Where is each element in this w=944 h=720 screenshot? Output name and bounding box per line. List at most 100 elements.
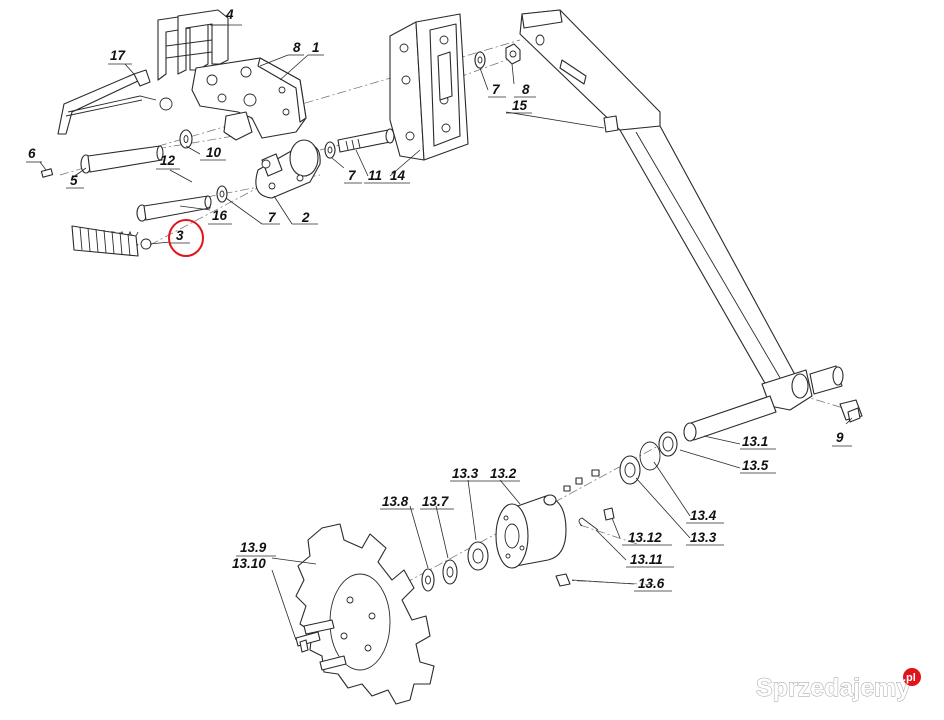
svg-text:11: 11 — [368, 168, 382, 183]
callout-12: 12 — [156, 153, 180, 170]
part-10-washer — [179, 129, 193, 149]
watermark-pl-badge — [903, 668, 921, 686]
callout-13-4: 13.4 — [686, 508, 724, 524]
part-1-main-bracket — [191, 57, 307, 141]
part-7-washer-c — [474, 51, 486, 69]
part-15-arm — [519, 9, 801, 393]
highlight-circle — [168, 219, 204, 257]
watermark-brand: Sprzedajemy — [756, 674, 910, 702]
callout-6: 6 — [26, 146, 42, 163]
callout-14: 14 — [386, 168, 410, 184]
part-13-3-bearing-left — [467, 541, 489, 571]
part-13-5-ring — [658, 431, 678, 457]
callout-13-10: 13.10 — [232, 556, 266, 571]
callout-2: 2 — [292, 210, 318, 225]
svg-text:13.8: 13.8 — [382, 494, 409, 509]
part-13-6-cap — [555, 573, 571, 587]
part-8-nut — [505, 43, 521, 65]
callout-8-upper: 8 — [288, 40, 304, 56]
svg-text:10: 10 — [206, 145, 222, 160]
part-7-washer-a — [216, 185, 228, 203]
svg-text:9: 9 — [836, 430, 844, 445]
svg-text:13.6: 13.6 — [638, 576, 665, 591]
svg-text:13.1: 13.1 — [742, 434, 768, 449]
svg-text:7: 7 — [492, 82, 501, 97]
part-13-4-circlip — [639, 441, 661, 471]
svg-text:13.9: 13.9 — [240, 540, 267, 555]
callout-13-1: 13.1 — [740, 434, 776, 450]
svg-text:14: 14 — [390, 168, 406, 183]
svg-text:1: 1 — [312, 40, 320, 55]
part-13-7-lock-washer — [442, 559, 458, 585]
callout-7-a: 7 — [262, 210, 280, 225]
callout-13-2: 13.2 — [486, 466, 520, 482]
part-13-1-axle — [683, 365, 844, 442]
svg-text:15: 15 — [512, 98, 528, 113]
part-17-linch-pin — [57, 69, 173, 135]
svg-text:12: 12 — [160, 153, 176, 168]
watermark: Sprzedajemy .pl — [756, 668, 921, 702]
part-3-spring — [71, 225, 152, 257]
callout-5: 5 — [66, 173, 84, 189]
part-13-8-washer — [421, 568, 435, 592]
svg-text:13.5: 13.5 — [742, 458, 769, 473]
callout-7-b: 7 — [344, 168, 362, 184]
svg-text:8: 8 — [522, 82, 530, 97]
svg-text:13.10: 13.10 — [232, 556, 266, 571]
part-13-2-hub — [495, 494, 567, 569]
svg-text:13.11: 13.11 — [630, 552, 663, 567]
part-7-washer-b — [324, 141, 336, 159]
callout-13-6: 13.6 — [634, 576, 672, 592]
part-13-12-grease-nipple — [603, 507, 615, 521]
part-13-10-disc-bolts — [295, 619, 347, 671]
callout-17: 17 — [108, 48, 132, 65]
callout-13-3-right: 13.3 — [686, 530, 724, 546]
callout-8-lower: 8 — [514, 82, 536, 98]
callout-13-12: 13.12 — [622, 530, 672, 546]
svg-text:4: 4 — [225, 7, 234, 22]
svg-text:5: 5 — [70, 173, 78, 188]
svg-text:2: 2 — [301, 210, 310, 225]
part-13-11-pin — [578, 517, 599, 531]
part-small-bolts — [563, 469, 600, 492]
callout-13-11: 13.11 — [626, 552, 674, 568]
callout-13-9: 13.9 — [236, 540, 276, 557]
callout-10: 10 — [200, 145, 226, 161]
part-14-mounting-plate — [389, 13, 469, 161]
callout-13-3-left: 13.3 — [450, 466, 486, 482]
callout-labels: 4 8 1 17 6 5 10 12 16 7 2 3 7 11 14 7 8 … — [26, 7, 852, 592]
svg-text:16: 16 — [212, 208, 228, 223]
callout-15: 15 — [506, 98, 532, 114]
watermark-tld: .pl — [903, 672, 916, 684]
callout-9: 9 — [832, 430, 852, 447]
callout-11: 11 — [364, 168, 386, 184]
svg-text:13.3: 13.3 — [452, 466, 479, 481]
part-13-3-bearing — [619, 455, 641, 485]
svg-text:13.12: 13.12 — [628, 530, 662, 545]
svg-text:3: 3 — [176, 228, 184, 243]
callout-7-c: 7 — [488, 82, 506, 98]
part-16-pin — [136, 195, 212, 222]
part-disc-blade — [295, 523, 435, 705]
part-6-small-bolt — [40, 168, 54, 178]
callout-13-7: 13.7 — [420, 494, 454, 510]
part-11-bolt — [337, 128, 395, 153]
callout-16: 16 — [208, 208, 232, 225]
svg-text:13.7: 13.7 — [422, 494, 450, 509]
callout-4: 4 — [210, 7, 242, 26]
callout-3: 3 — [170, 228, 190, 244]
callout-13-8: 13.8 — [380, 494, 414, 510]
part-5-pin — [80, 145, 164, 174]
part-2-housing — [255, 139, 321, 199]
svg-text:13.2: 13.2 — [490, 466, 517, 481]
callout-13-5: 13.5 — [740, 458, 776, 474]
svg-text:7: 7 — [348, 168, 357, 183]
part-4-u-bolt — [157, 9, 229, 81]
svg-text:13.3: 13.3 — [690, 530, 717, 545]
svg-text:13.4: 13.4 — [690, 508, 717, 523]
svg-text:17: 17 — [110, 48, 127, 63]
callout-1: 1 — [308, 40, 324, 56]
svg-text:8: 8 — [293, 40, 301, 55]
svg-text:6: 6 — [28, 146, 36, 161]
